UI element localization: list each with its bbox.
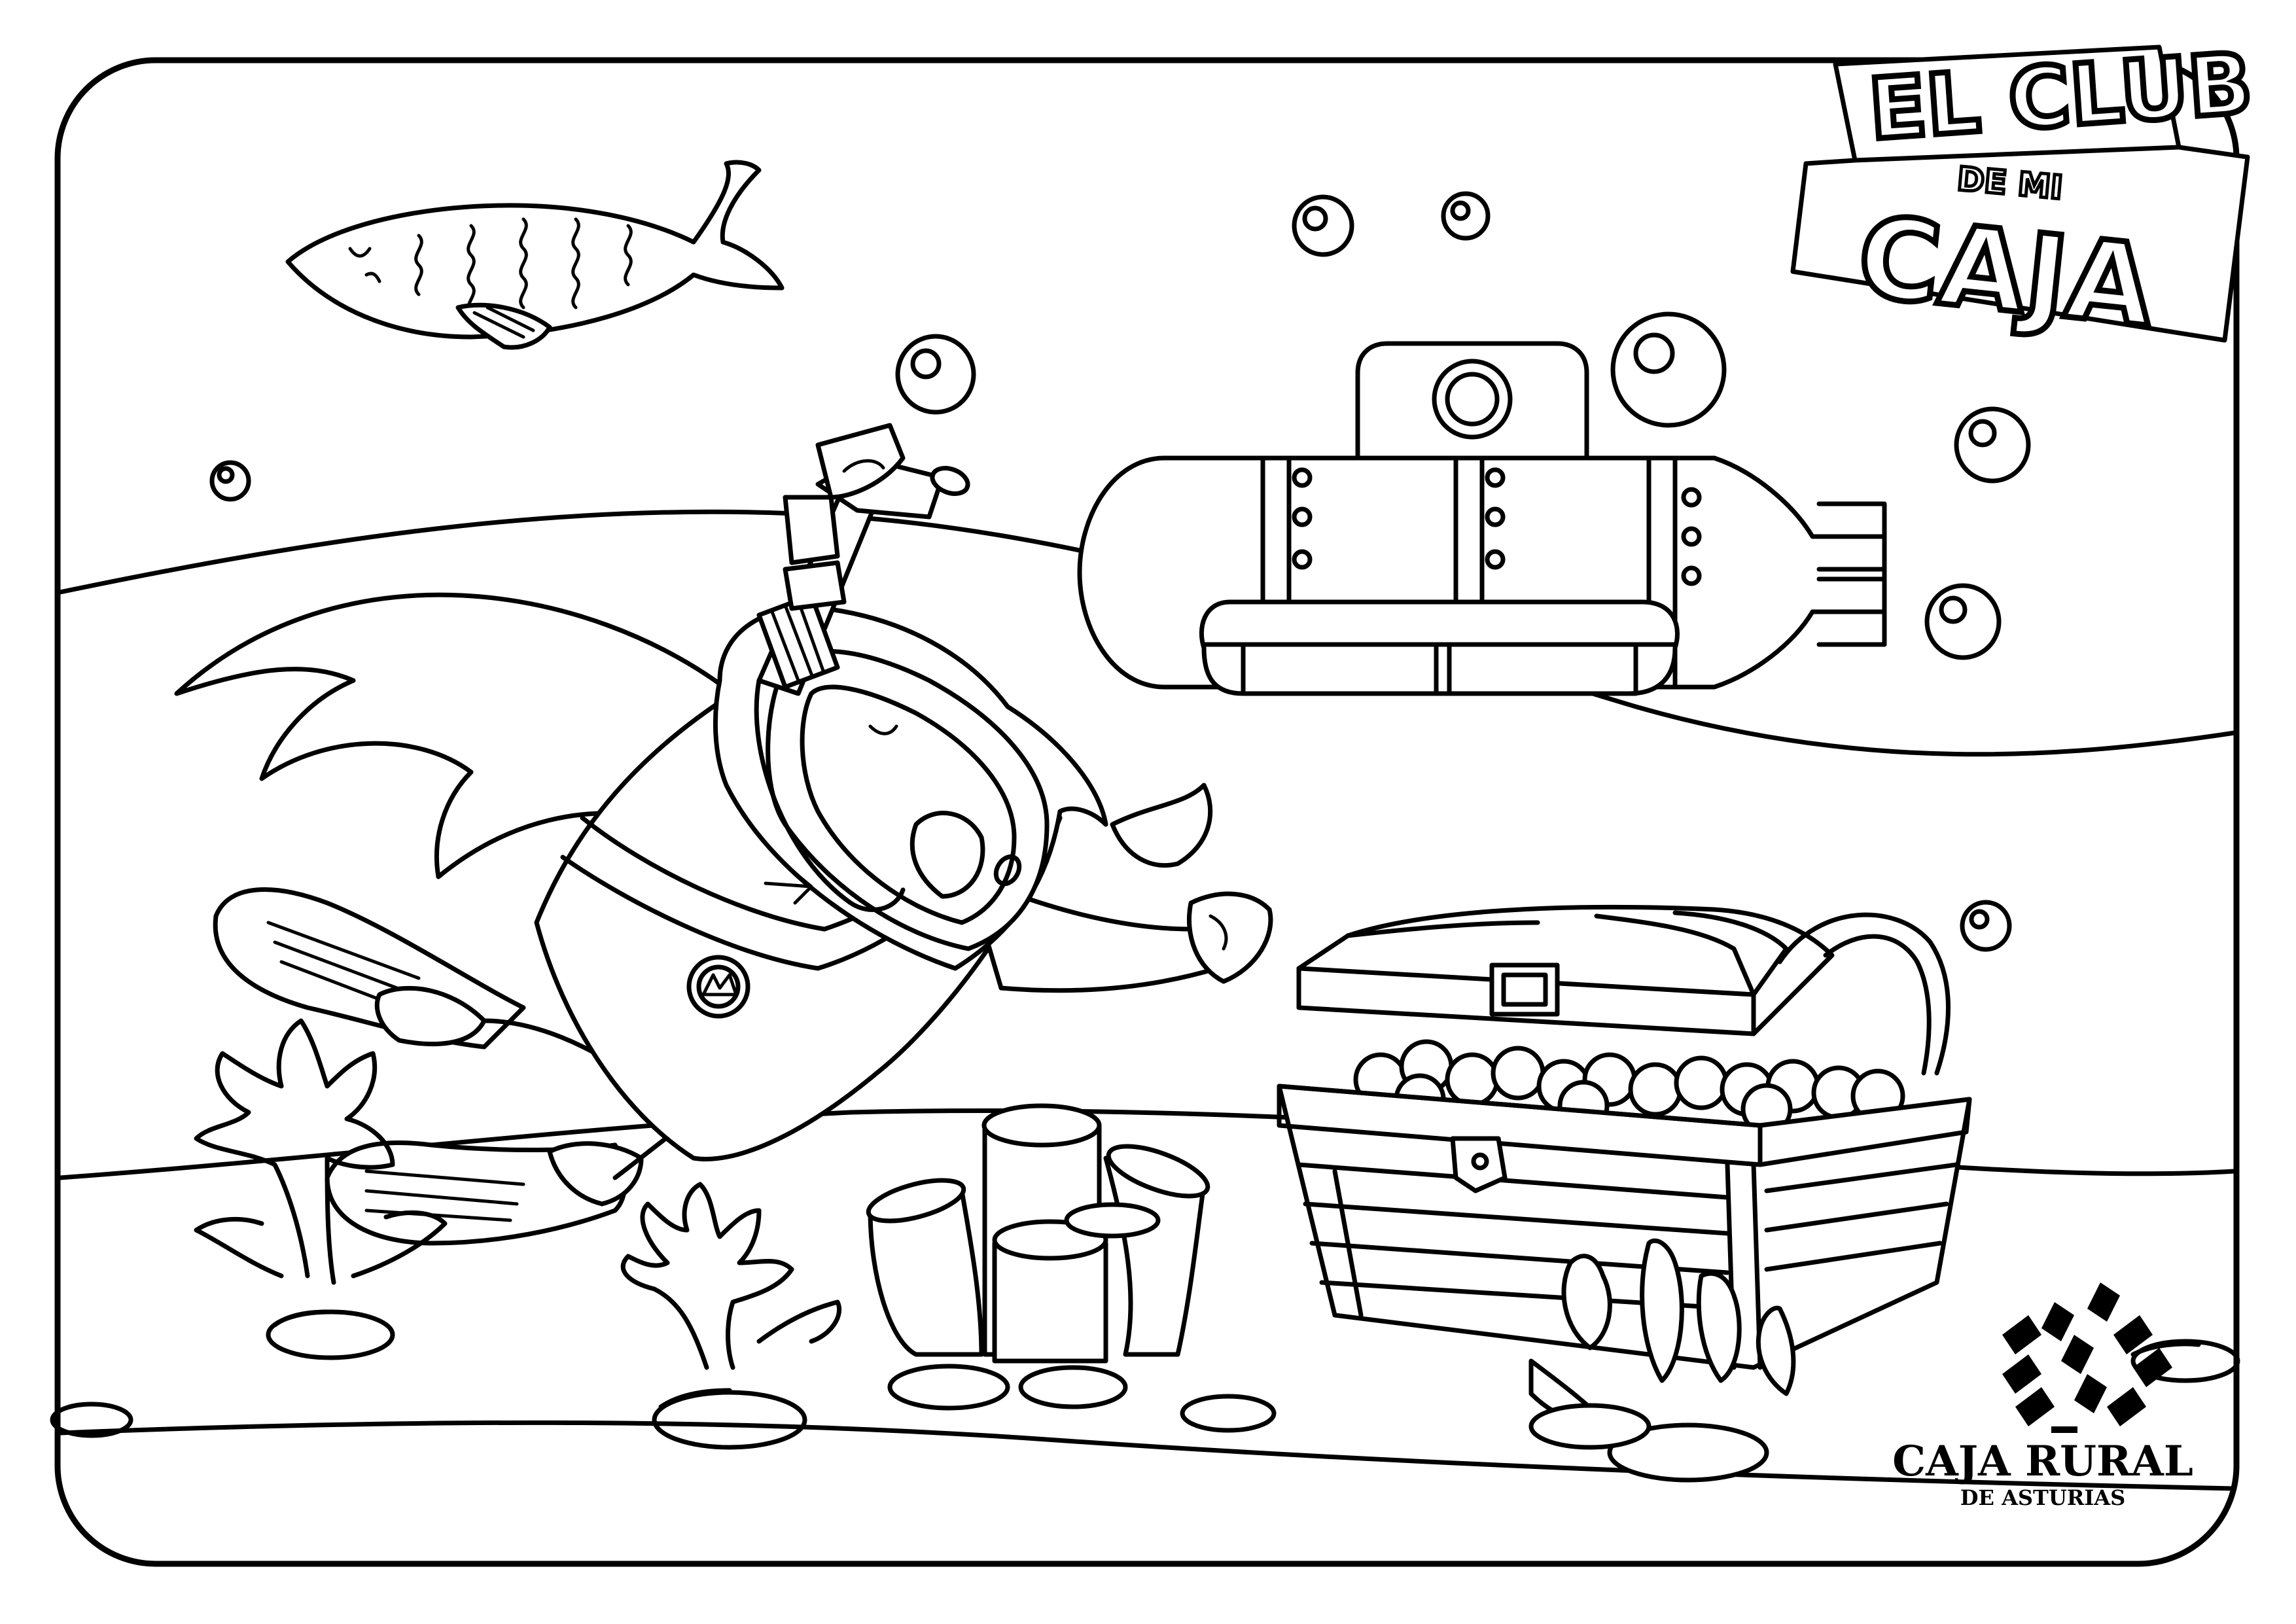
bank-name: CAJA RURAL [1892, 1437, 2193, 1486]
club-title: EL CLUB [1866, 35, 2255, 159]
diver [174, 423, 1273, 1246]
fish [285, 160, 785, 350]
wheat-icon [2002, 1282, 2172, 1433]
bank-logo: CAJA RURAL DE ASTURIAS [1892, 1282, 2193, 1510]
treasure-chest [1277, 904, 1972, 1483]
sponges [866, 1103, 1210, 1411]
coral-middle [620, 1182, 842, 1450]
rocks [50, 1339, 2240, 1438]
submarine [1077, 341, 1887, 696]
coral-left [194, 1018, 448, 1360]
club-logo: EL CLUB DE MI CAJA [1790, 32, 2258, 355]
page-frame [54, 57, 2240, 1567]
bank-region: DE ASTURIAS [1960, 1485, 2125, 1510]
club-subtitle: DE MI [1956, 160, 2064, 207]
bubbles [209, 191, 2031, 952]
